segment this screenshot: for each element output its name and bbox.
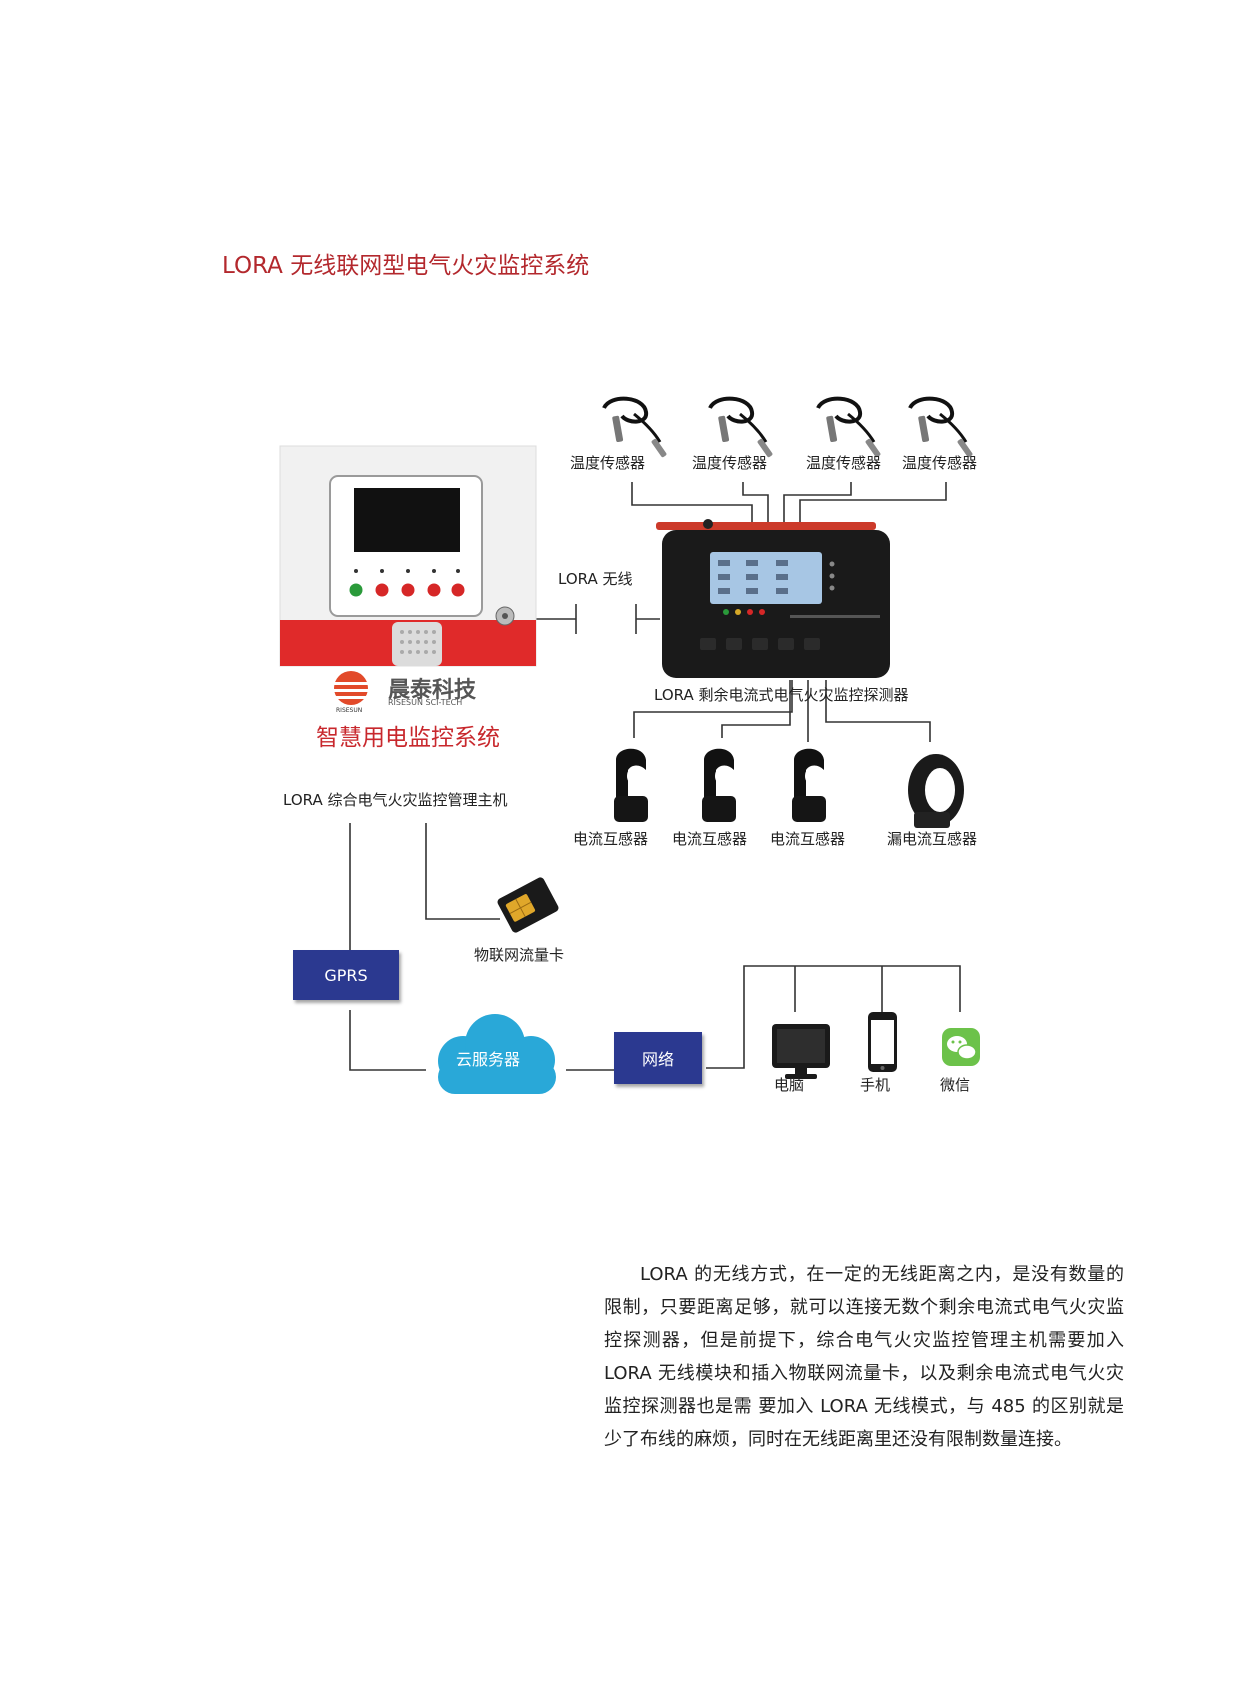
current-transformer-icon — [792, 749, 826, 822]
brand-name-en: RISESUN SCI-TECH — [388, 698, 462, 707]
temperature-sensor-icon — [604, 399, 667, 458]
gprs-box: GPRS — [293, 950, 399, 1000]
network-box: 网络 — [614, 1032, 702, 1084]
temperature-sensor-icon — [710, 399, 773, 458]
sim-card-icon — [496, 876, 560, 934]
temperature-sensor-label-2: 温度传感器 — [692, 452, 767, 473]
current-transformer-icon — [702, 749, 736, 822]
host-label: LORA 综合电气火灾监控管理主机 — [283, 789, 507, 810]
ct-label-1: 电流互感器 — [573, 828, 648, 849]
ct-label-2: 电流互感器 — [672, 828, 747, 849]
description-text: LORA 的无线方式，在一定的无线距离之内，是没有数量的限制，只要距离足够，就可… — [604, 1258, 1124, 1456]
description-paragraph: LORA 的无线方式，在一定的无线距离之内，是没有数量的限制，只要距离足够，就可… — [604, 1258, 1124, 1456]
detector-device-image — [656, 519, 890, 678]
risesun-logo-icon — [332, 671, 370, 705]
temperature-sensor-label-3: 温度传感器 — [806, 452, 881, 473]
ct-label-3: 电流互感器 — [770, 828, 845, 849]
wechat-icon — [942, 1028, 980, 1066]
lora-wireless-label: LORA 无线 — [558, 568, 632, 589]
temperature-sensor-label-4: 温度传感器 — [902, 452, 977, 473]
current-transformer-icon — [614, 749, 648, 822]
leakage-transformer-icon — [908, 754, 964, 828]
leakage-ct-label: 漏电流互感器 — [887, 828, 977, 849]
brand-logo-text: RISESUN — [336, 707, 362, 714]
host-cabinet-image — [280, 446, 536, 666]
system-name: 智慧用电监控系统 — [316, 718, 500, 752]
sim-card-label: 物联网流量卡 — [474, 944, 564, 965]
computer-label: 电脑 — [774, 1074, 804, 1095]
wechat-label: 微信 — [940, 1074, 970, 1095]
temperature-sensor-icon — [910, 399, 973, 458]
phone-icon — [868, 1012, 897, 1072]
temperature-sensor-label-1: 温度传感器 — [570, 452, 645, 473]
temperature-sensor-icon — [818, 399, 881, 458]
phone-label: 手机 — [860, 1074, 890, 1095]
cloud-label: 云服务器 — [456, 1046, 526, 1070]
detector-label: LORA 剩余电流式电气火灾监控探测器 — [654, 684, 908, 705]
computer-icon — [772, 1024, 830, 1079]
temperature-sensor-probes — [604, 399, 973, 458]
